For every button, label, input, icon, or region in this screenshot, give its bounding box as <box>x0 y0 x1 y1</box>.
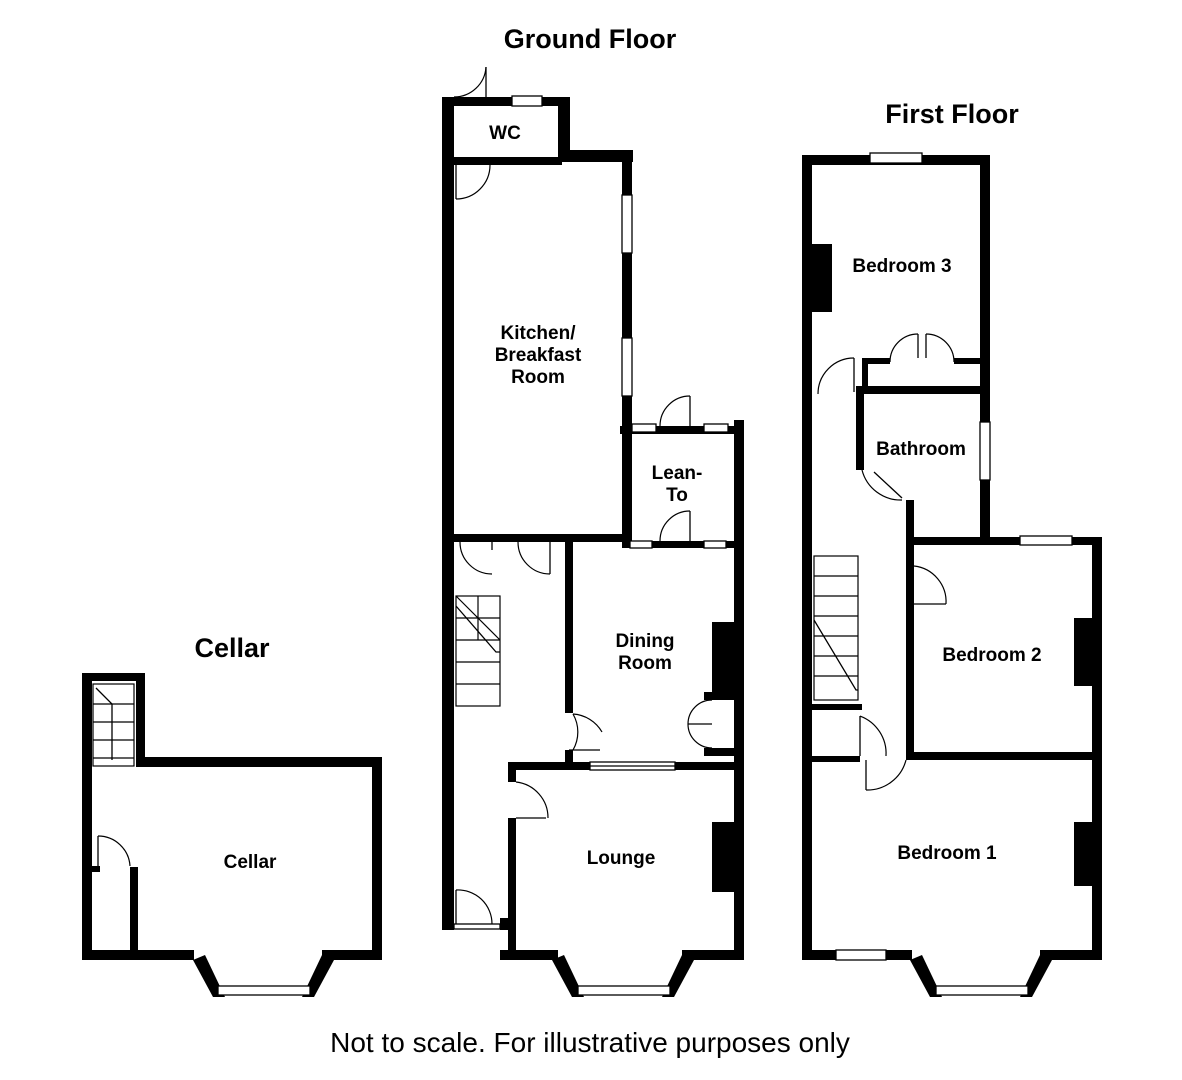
door-swing <box>659 510 691 542</box>
room-label-dining: Dining <box>615 631 674 652</box>
door-swing <box>517 541 551 575</box>
window <box>703 423 729 433</box>
ground-floor-heading: Ground Floor <box>504 24 677 54</box>
bay-window <box>217 985 311 996</box>
wall <box>682 950 744 960</box>
chimney-breast <box>1074 822 1094 886</box>
room-label-wc: WC <box>489 123 521 144</box>
chimney-breast <box>812 244 832 312</box>
door-swing <box>453 66 487 98</box>
window <box>979 421 991 481</box>
chimney-breast <box>712 822 736 892</box>
wall <box>565 541 573 713</box>
wall <box>704 748 736 756</box>
wall <box>558 97 570 157</box>
wall <box>675 762 741 770</box>
window <box>621 194 633 254</box>
door-swing <box>913 565 947 605</box>
chimney-breast <box>712 622 736 692</box>
door-swing <box>515 781 549 819</box>
wall <box>442 922 454 930</box>
room-label-lean-to: Lean- <box>652 463 703 484</box>
room-label-kitchen: Kitchen/ <box>501 323 577 344</box>
window <box>869 152 923 164</box>
door-swing <box>572 713 579 751</box>
door-swing <box>859 715 887 757</box>
wall <box>622 541 740 548</box>
wall <box>500 918 516 930</box>
door-swing <box>97 835 131 867</box>
door-swing <box>687 723 713 749</box>
window <box>835 949 887 961</box>
door-swing <box>817 357 855 395</box>
room-label-bathroom: Bathroom <box>876 439 966 460</box>
wall <box>508 818 516 960</box>
wall <box>565 750 573 768</box>
wall <box>454 157 562 165</box>
door-swing <box>572 713 603 733</box>
window <box>511 95 543 107</box>
staircase <box>813 555 859 701</box>
room-label-lounge: Lounge <box>587 848 656 869</box>
disclaimer-footer: Not to scale. For illustrative purposes … <box>330 1027 850 1058</box>
wall <box>508 762 516 782</box>
wall <box>442 97 570 106</box>
wall <box>704 692 736 700</box>
window <box>631 423 657 433</box>
room-label-kitchen: Room <box>511 367 565 388</box>
room-label-bedroom-3: Bedroom 3 <box>852 256 951 277</box>
threshold <box>453 923 501 930</box>
wall <box>508 762 590 770</box>
window <box>703 540 727 549</box>
bay-wall <box>552 955 584 997</box>
door-swing <box>865 759 907 791</box>
cellar-plan <box>82 673 382 997</box>
door-swing <box>861 469 903 501</box>
wall <box>734 420 744 960</box>
room-label-bedroom-1: Bedroom 1 <box>897 843 997 864</box>
chimney-breast <box>1074 618 1094 686</box>
wall <box>500 950 558 960</box>
bay-window <box>935 985 1029 996</box>
wall <box>454 534 632 542</box>
first-floor-plan <box>802 152 1102 997</box>
staircase <box>92 683 135 767</box>
room-label-dining: Room <box>618 653 672 674</box>
bay-window <box>577 985 671 996</box>
room-label-bedroom-2: Bedroom 2 <box>942 645 1041 666</box>
door-swing <box>459 541 493 575</box>
ground-floor-plan <box>442 66 744 997</box>
room-label-kitchen: Breakfast <box>495 345 582 366</box>
wall <box>558 150 633 162</box>
door-swing <box>455 889 493 925</box>
door-swing <box>455 164 491 200</box>
window <box>629 540 653 549</box>
first-floor-heading: First Floor <box>885 99 1019 129</box>
room-label-cellar: Cellar <box>224 852 277 873</box>
door-swing <box>925 333 955 363</box>
door-swing <box>659 395 691 427</box>
wall <box>442 97 454 930</box>
window <box>621 337 633 397</box>
door-swing <box>687 699 713 725</box>
staircase <box>455 595 501 707</box>
window <box>1019 535 1073 546</box>
door-swing <box>889 333 919 363</box>
cellar-heading: Cellar <box>194 633 270 663</box>
wall <box>620 426 744 434</box>
room-label-lean-to: To <box>666 485 688 506</box>
